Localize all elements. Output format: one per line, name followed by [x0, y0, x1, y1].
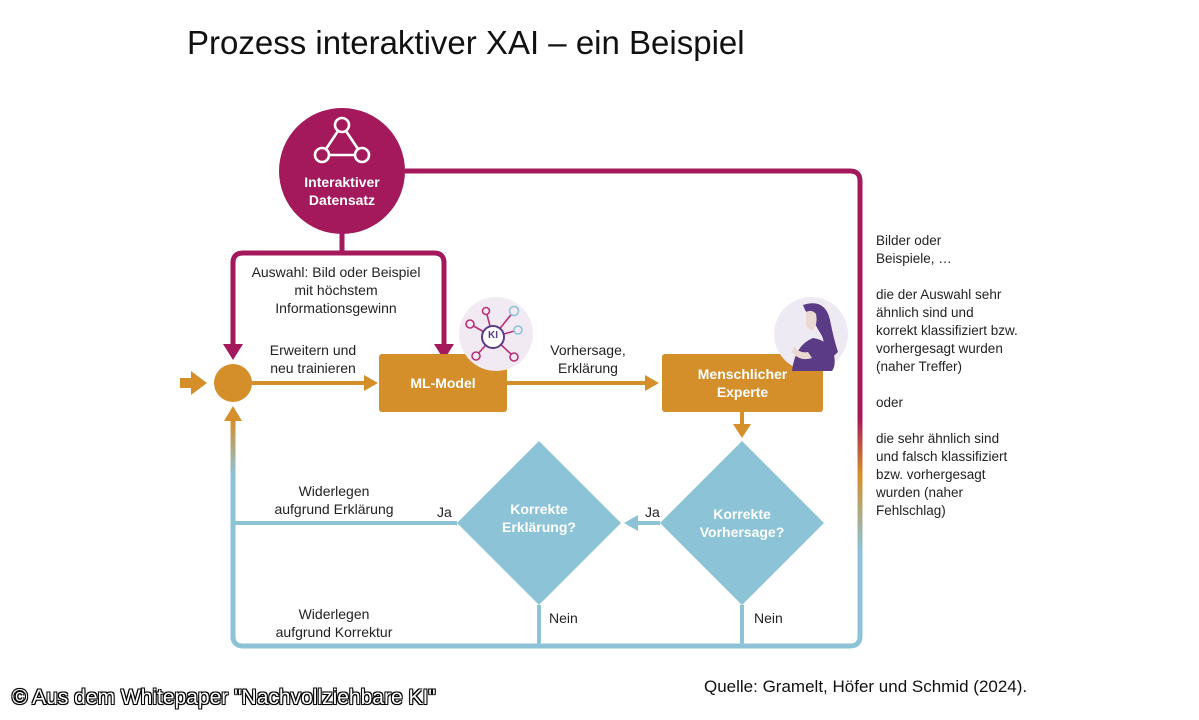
explanation-check-line1: Korrekte: [510, 501, 568, 517]
ml-model-label: ML-Model: [410, 375, 476, 391]
explanation-check-label: Korrekte Erklärung?: [479, 500, 599, 536]
hub-circle: [214, 364, 252, 402]
refute-explanation-label: Widerlegen aufgrund Erklärung: [254, 482, 414, 518]
side-note-p1-line1: Bilder oder: [876, 233, 942, 248]
expert-to-decision-arrowhead: [733, 424, 751, 438]
prediction-check-line1: Korrekte: [713, 506, 771, 522]
expert-label-line2: Experte: [716, 384, 769, 400]
copyright-watermark: © Aus dem Whitepaper "Nachvollziehbare K…: [12, 686, 436, 709]
prediction-arrowhead: [645, 375, 659, 391]
dataset-label: Interaktiver Datensatz: [282, 173, 402, 209]
selection-arrowhead-right: [434, 344, 454, 360]
refute-correction-line1: Widerlegen: [298, 606, 370, 622]
refute-explanation-line1: Widerlegen: [298, 483, 370, 499]
retrain-edge-line2: neu trainieren: [270, 360, 356, 376]
no-explanation-label: Nein: [549, 610, 578, 626]
side-note-p2-line1: die der Auswahl sehr: [876, 287, 1002, 302]
side-note-p1-line2: Beispiele, …: [876, 251, 952, 266]
woman-avatar-icon: [774, 297, 848, 371]
selection-edge-line1: Auswahl: Bild oder Beispiel: [251, 264, 421, 280]
explanation-check-line2: Erklärung?: [502, 519, 576, 535]
ml-model-box: [379, 354, 507, 412]
side-note-p3: oder: [876, 395, 904, 410]
side-note-p4-line1: die sehr ähnlich sind: [876, 431, 1000, 446]
explanation-check-diamond: [457, 441, 621, 605]
retrain-edge-label: Erweitern und neu trainieren: [253, 341, 373, 377]
yes-prediction-arrowhead: [624, 515, 638, 531]
prediction-check-diamond: [660, 441, 824, 605]
prediction-edge-label: Vorhersage, Erklärung: [528, 341, 648, 377]
selection-arrowhead-left: [223, 344, 243, 360]
retrain-arrowhead: [364, 375, 378, 391]
input-arrow-icon: [180, 371, 207, 395]
side-note-p2-line3: korrekt klassifiziert bzw.: [876, 323, 1018, 338]
dataset-circle: [279, 108, 405, 234]
refute-explanation-line2: aufgrund Erklärung: [274, 501, 394, 517]
selection-line: [230, 232, 447, 345]
side-note: Bilder oder Beispiele, … die der Auswahl…: [876, 232, 1018, 520]
retrain-edge-line1: Erweitern und: [269, 342, 357, 358]
network-triangle-icon: [313, 116, 371, 164]
refute-correction-line2: aufgrund Korrektur: [275, 624, 393, 640]
selection-edge-line2: mit höchstem: [294, 282, 378, 298]
selection-edge-line3: Informationsgewinn: [275, 300, 397, 316]
prediction-check-line2: Vorhersage?: [699, 524, 785, 540]
yes-explanation-label: Ja: [437, 504, 452, 520]
prediction-edge-line2: Erklärung: [558, 360, 618, 376]
dataset-label-line2: Datensatz: [308, 192, 376, 208]
source-citation: Quelle: Gramelt, Höfer und Schmid (2024)…: [704, 677, 1028, 696]
feedback-loop-line: [230, 168, 863, 649]
side-note-p4-line5: Fehlschlag): [876, 503, 946, 518]
yes-prediction-label: Ja: [645, 504, 660, 520]
ai-network-icon: [459, 297, 533, 371]
side-note-p2-line5: (naher Treffer): [876, 359, 963, 374]
dataset-label-line1: Interaktiver: [304, 174, 380, 190]
expert-box: [662, 354, 823, 412]
side-note-p4-line4: wurden (naher: [876, 485, 964, 500]
expert-label-line1: Menschlicher: [697, 366, 788, 382]
side-note-p2-line4: vorhergesagt wurden: [876, 341, 1003, 356]
refute-correction-label: Widerlegen aufgrund Korrektur: [254, 605, 414, 641]
side-note-p2-line2: ähnlich sind und: [876, 305, 974, 320]
expert-label: Menschlicher Experte: [662, 365, 823, 401]
prediction-check-label: Korrekte Vorhersage?: [682, 505, 802, 541]
page-title: Prozess interaktiver XAI – ein Beispiel: [187, 24, 745, 61]
selection-edge-label: Auswahl: Bild oder Beispiel mit höchstem…: [236, 263, 436, 317]
ki-badge: KI: [488, 330, 498, 341]
no-prediction-label: Nein: [754, 610, 783, 626]
up-arrowhead: [224, 406, 242, 421]
prediction-edge-line1: Vorhersage,: [550, 342, 626, 358]
side-note-p4-line3: bzw. vorhergesagt: [876, 467, 986, 482]
side-note-p4-line2: und falsch klassifiziert: [876, 449, 1008, 464]
